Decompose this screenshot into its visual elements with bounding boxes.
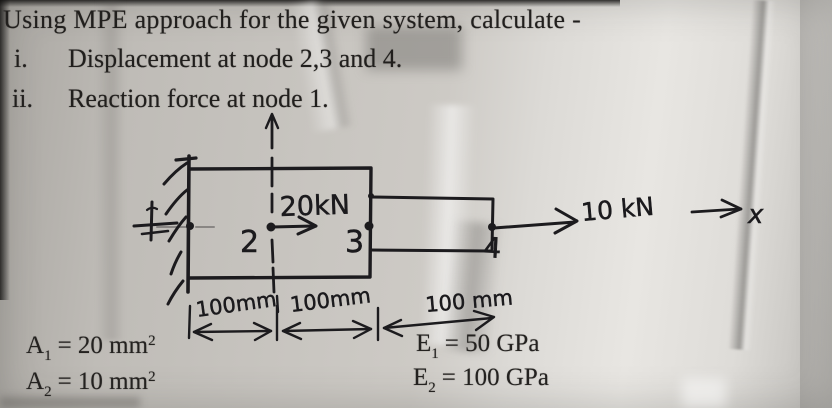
node-1-dot: [186, 222, 194, 230]
force-label-20kn: 20kN: [279, 190, 350, 223]
problem-title: Using MPE approach for the given system,…: [3, 5, 582, 34]
list-item-displacement: Displacement at node 2,3 and 4.: [68, 44, 403, 73]
modulus-1-value: E1= 50 GPa: [416, 330, 540, 362]
node-label-3: 3: [345, 225, 364, 260]
dimension-line-2: [281, 319, 373, 341]
node-dots: [186, 193, 496, 232]
node-label-2: 2: [240, 225, 259, 260]
force-label-10kn: 10 kN: [580, 192, 655, 227]
modulus-1-symbol: E: [416, 330, 432, 357]
force-arrow-20kn: [270, 215, 318, 236]
datum-symbol: [132, 200, 179, 242]
node-4-dot: [488, 223, 496, 231]
dimension-line-3: [382, 309, 496, 338]
area-1-value: A1= 20 mm2: [26, 332, 156, 364]
dimension-line-1: [192, 321, 273, 342]
bar-corner-dot: [368, 193, 374, 199]
modulus-2-value: E2= 100 GPa: [413, 364, 549, 396]
list-marker-i: i.: [14, 44, 28, 73]
dimension-label-1: 100mm: [194, 287, 278, 322]
list-item-reaction: Reaction force at node 1.: [68, 84, 329, 113]
node-3-dot: [364, 221, 374, 231]
list-marker-ii: ii.: [12, 84, 33, 113]
x-axis-label: x: [747, 200, 764, 230]
area-2-value: A2= 10 mm2: [26, 368, 156, 400]
dimension-label-2: 100mm: [289, 283, 372, 317]
area-2-symbol: A: [26, 368, 45, 395]
dimension-label-3: 100 mm: [424, 285, 513, 317]
thin-bar-element: [369, 195, 495, 253]
force-arrow-10kn: [492, 207, 579, 235]
area-1-symbol: A: [26, 332, 45, 359]
node-2-dot: [266, 222, 276, 232]
x-axis-arrow: [690, 198, 743, 219]
dimension-ticks: [187, 304, 380, 342]
node2-centerline: [264, 112, 280, 314]
node-label-4: 4: [483, 231, 503, 265]
modulus-2-symbol: E: [413, 364, 429, 391]
